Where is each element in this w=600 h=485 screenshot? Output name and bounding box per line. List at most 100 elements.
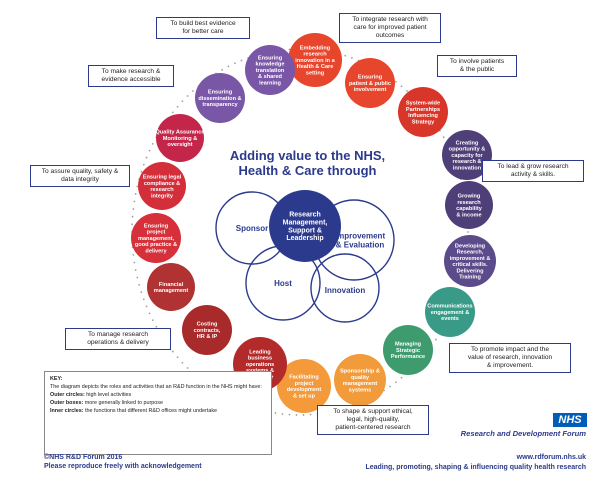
website-link[interactable]: www.rdforum.nhs.uk: [516, 454, 586, 461]
key-outer-boxes-term: Outer boxes:: [50, 400, 84, 406]
box-accessible: To make research & evidence accessible: [88, 65, 174, 87]
ring-dot: [136, 185, 139, 188]
ring-dot: [134, 193, 137, 195]
inner-circle-center: [269, 190, 341, 262]
ring-dot: [274, 412, 277, 414]
ring-dot: [148, 312, 151, 315]
ring-dot: [309, 413, 312, 416]
inner-circle-innovation: [310, 253, 380, 323]
outer-circle: [195, 73, 245, 123]
outer-circle: [156, 114, 204, 162]
ring-dot: [406, 90, 408, 92]
ring-dot: [435, 338, 437, 341]
box-grow: To lead & grow research activity & skill…: [482, 160, 584, 182]
ring-dot: [288, 48, 291, 51]
outer-circle: [138, 162, 186, 210]
ring-dot: [400, 85, 403, 88]
ring-dot: [171, 350, 174, 353]
ring-dot: [171, 111, 174, 114]
ring-dot: [281, 413, 284, 415]
outer-circle: [383, 325, 433, 375]
ring-dot: [148, 149, 151, 152]
ring-dot: [240, 59, 243, 62]
outer-circle: [245, 45, 295, 95]
ring-dot: [134, 269, 137, 271]
ring-dot: [351, 57, 353, 59]
ring-dot: [186, 367, 189, 369]
ring-dot: [344, 54, 347, 57]
key-panel: KEY: The diagram depicts the roles and a…: [44, 371, 272, 455]
box-operations: To manage research operations & delivery: [65, 328, 171, 350]
ring-dot: [442, 136, 445, 139]
box-involve: To involve patients & the public: [437, 55, 517, 77]
outer-circle: [425, 287, 475, 337]
key-outer-circles-term: Outer circles:: [50, 392, 85, 398]
ring-dot: [155, 325, 158, 328]
ring-dot: [288, 413, 291, 416]
outer-circle: [131, 213, 181, 263]
outer-circle: [442, 130, 492, 180]
inner-circle-innovation-label: Innovation: [325, 286, 366, 295]
ring-dot: [400, 376, 403, 379]
outer-circle: [445, 181, 493, 229]
outer-circle: [288, 33, 342, 87]
ring-dot: [176, 356, 179, 359]
outer-circle: [345, 58, 395, 108]
tagline: Leading, promoting, shaping & influencin…: [365, 464, 586, 471]
box-quality: To assure quality, safety & data integri…: [30, 165, 130, 187]
box-integrate: To integrate research with care for impr…: [339, 13, 441, 43]
org-name: Research and Development Forum: [460, 429, 586, 438]
key-inner-circles-term: Inner circles:: [50, 408, 84, 414]
ring-dot: [132, 208, 135, 210]
outer-circle: [334, 354, 386, 406]
ring-dot: [140, 291, 143, 294]
ring-dot: [227, 65, 230, 68]
outer-circle: [444, 235, 496, 287]
ring-dot: [192, 90, 194, 92]
ring-dot: [394, 80, 397, 83]
ring-dot: [133, 261, 136, 264]
outer-circle: [182, 305, 232, 355]
ring-dot: [394, 381, 397, 384]
copyright-text: ©NHS R&D Forum 2016 Please reproduce fre…: [44, 454, 202, 470]
box-impact: To promote impact and the value of resea…: [449, 343, 571, 373]
diagram-title: Adding value to the NHS, Health & Care t…: [229, 148, 386, 178]
ring-dot: [181, 361, 184, 364]
ring-dot: [221, 68, 224, 71]
box-ethical: To shape & support ethical, legal, high-…: [317, 405, 429, 435]
outer-circle: [277, 359, 331, 413]
key-inner-circles-desc: the functions that different R&D offices…: [85, 408, 218, 414]
ring-dot: [145, 305, 148, 308]
box-evidence: To build best evidence for better care: [156, 17, 250, 39]
ring-dot: [131, 223, 134, 226]
nhs-logo: NHS: [553, 413, 587, 427]
ring-dot: [302, 414, 305, 416]
key-outer-boxes-desc: more generally linked to purpose: [84, 400, 163, 406]
key-outer-circles-desc: high level activities: [86, 392, 132, 398]
ring-dot: [151, 142, 154, 145]
inner-circle-improvement-label: Improvement& Evaluation: [335, 231, 386, 249]
ring-dot: [467, 231, 469, 233]
ring-dot: [186, 95, 189, 97]
ring-dot: [145, 156, 148, 159]
